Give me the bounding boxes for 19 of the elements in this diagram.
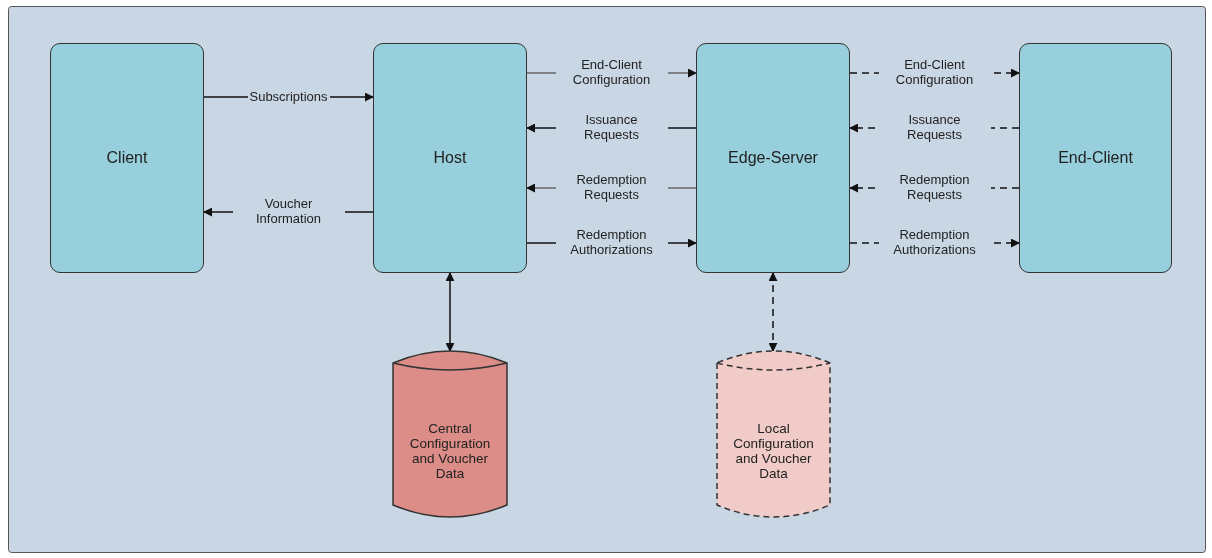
edge-label: Issuance Requests bbox=[555, 113, 668, 143]
node-label: Local Configuration and Voucher Data bbox=[732, 420, 815, 482]
process-box bbox=[373, 43, 527, 273]
edge-label: Redemption Requests bbox=[555, 173, 668, 203]
arrow bbox=[445, 272, 455, 352]
edge-label: End-Client Configuration bbox=[555, 58, 668, 88]
edge-label: Issuance Requests bbox=[878, 113, 991, 143]
node-label: End-Client bbox=[1058, 148, 1133, 168]
edge-label: Redemption Requests bbox=[878, 173, 991, 203]
process-box bbox=[1019, 43, 1172, 273]
node-label: Client bbox=[106, 148, 148, 168]
node-label: Host bbox=[433, 148, 467, 168]
process-box bbox=[696, 43, 850, 273]
edge-label: Subscriptions bbox=[247, 89, 330, 105]
process-box bbox=[50, 43, 204, 273]
node-label: Central Configuration and Voucher Data bbox=[408, 420, 492, 482]
edge-label: End-Client Configuration bbox=[878, 58, 991, 88]
arrow bbox=[768, 272, 778, 352]
node-label: Edge-Server bbox=[728, 148, 818, 168]
